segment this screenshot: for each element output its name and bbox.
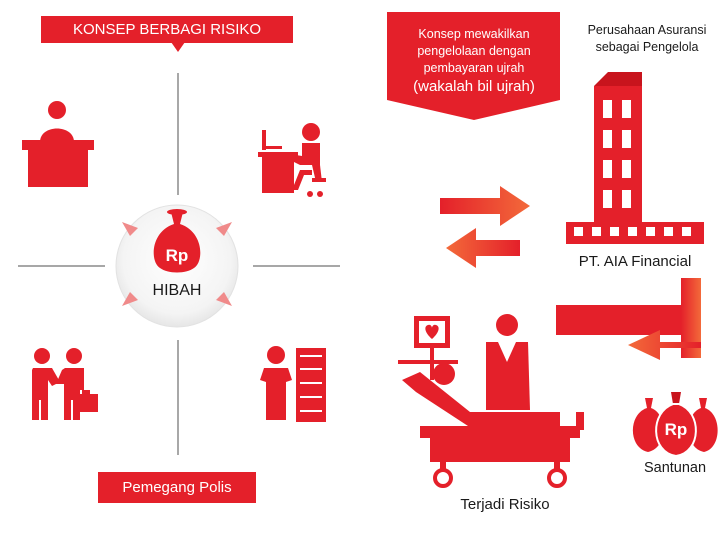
insurer-caption-line-2: sebagai Pengelola	[595, 40, 699, 54]
person-at-cabinet-icon	[260, 346, 326, 422]
handshake-icon	[32, 348, 98, 420]
banner-shape	[387, 12, 560, 120]
money-bags-icon	[632, 392, 718, 458]
payout-label: Santunan	[643, 460, 707, 476]
diagram-title: KONSEP BERBAGI RISIKO	[41, 16, 293, 43]
person-at-computer-icon	[258, 123, 326, 197]
insurer-name: PT. AIA Financial	[578, 253, 692, 270]
payout-currency-label: Rp	[664, 420, 688, 439]
center-label: HIBAH	[152, 282, 202, 299]
policyholder-label: Pemegang Polis	[98, 472, 256, 503]
person-at-desk-icon	[22, 101, 94, 187]
title-pointer	[171, 42, 185, 52]
return-arrow-icon	[556, 278, 701, 360]
banner-line-2: pengelolaan dengan	[417, 44, 531, 58]
office-building-icon	[566, 72, 704, 244]
insurer-caption-line-1: Perusahaan Asuransi	[587, 23, 707, 37]
inward-arrows	[122, 222, 232, 306]
insurer-caption: Perusahaan Asuransi sebagai Pengelola	[572, 22, 722, 56]
hospital-bed-icon	[398, 314, 584, 488]
money-bag-icon	[153, 209, 201, 273]
banner-line-3: pembayaran ujrah	[423, 61, 525, 75]
banner-text: Konsep mewakilkan pengelolaan dengan pem…	[390, 26, 558, 97]
center-currency-label: Rp	[165, 246, 189, 265]
risk-label: Terjadi Risiko	[460, 496, 550, 513]
exchange-arrows-icon	[440, 186, 530, 268]
banner-line-4: (wakalah bil ujrah)	[413, 78, 535, 95]
banner-line-1: Konsep mewakilkan	[418, 27, 530, 41]
divider-lines	[18, 73, 340, 455]
